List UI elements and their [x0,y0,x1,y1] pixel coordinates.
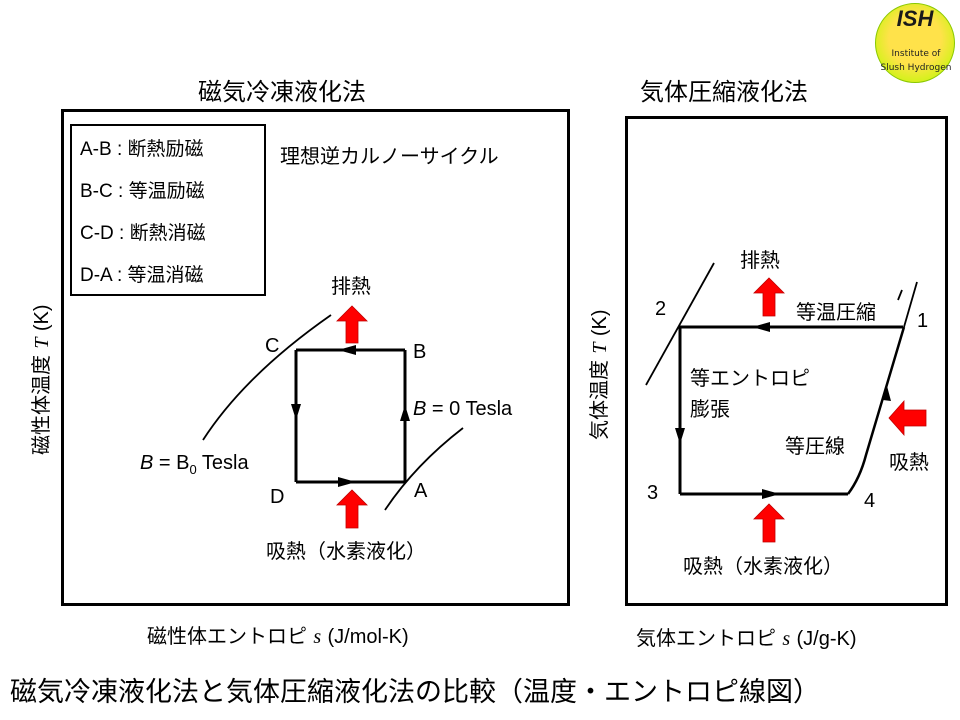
point-2-label: 2 [655,298,667,320]
left-heat-in-label: 吸熱（水素液化） [266,539,426,563]
direction-arrow-12 [752,322,770,332]
y-axis-text: 磁性体温度 [29,355,53,455]
left-panel-title: 磁気冷凍液化法 [198,78,366,106]
heat-in-arrow-right-side [888,399,927,437]
field-unit: Tesla [196,452,249,474]
x-axis-unit: (J/mol-K) [327,626,409,648]
direction-arrow-cd [291,404,301,420]
direction-arrow-34 [762,489,780,499]
curve-zero-tesla-label: B = 0 Tesla [413,398,512,421]
point-d-label: D [270,486,285,508]
y-axis-symbol: T [589,342,611,354]
heat-in-arrow-left [336,489,368,529]
logo-line-2: Slush Hydrogen [880,63,952,73]
point-3-label: 3 [647,482,659,504]
heat-in-arrow-right-bottom [753,503,785,543]
legend-row-cd: C-D : 断熱消磁 [80,218,206,245]
iso-field-curve-zero [384,427,464,511]
isothermal-compression-label: 等温圧縮 [796,300,876,324]
slide-title: 磁気冷凍液化法と気体圧縮液化法の比較（温度・エントロピ線図） [10,677,820,708]
x-axis-text: 磁性体エントロピ [147,624,307,648]
field-eq: = B [153,452,190,474]
isobar-extension [897,289,903,301]
carnot-cycle [202,305,464,529]
field-value: = 0 Tesla [426,398,513,420]
legend-sep: : [111,139,128,160]
x-axis-symbol: s [313,626,322,648]
legend-label: 断熱消磁 [129,222,206,244]
x-axis-unit: (J/g-K) [796,628,857,650]
legend-sep: : [112,181,129,202]
direction-arrow-41 [883,386,891,401]
isentropic-label-line1: 等エントロピ [690,366,810,390]
point-b-label: B [413,341,427,363]
legend-key: A-B [80,139,112,160]
field-symbol: B [413,398,427,420]
cycle-name: 理想逆カルノーサイクル [280,144,499,168]
point-c-label: C [265,335,280,357]
right-side-heat-in-label: 吸熱 [889,450,929,474]
isobar-label: 等圧線 [785,434,845,458]
heat-out-arrow-right [753,277,785,317]
y-axis-text: 気体温度 [587,360,611,440]
logo-abbreviation: ISH [896,6,934,31]
left-diagram-frame [61,109,570,606]
direction-arrow-da [338,477,356,487]
legend-row-da: D-A : 等温消磁 [80,260,204,287]
y-axis-symbol: T [31,337,53,349]
isentropic-label-line2: 膨張 [690,397,730,421]
right-x-axis-label: 気体エントロピ s (J/g-K) [636,622,857,651]
logo-line-1: Institute of [891,49,941,59]
x-axis-text: 気体エントロピ [636,626,776,650]
ish-logo: ISH Institute of Slush Hydrogen [875,3,955,83]
right-panel-title: 気体圧縮液化法 [640,78,808,106]
gas-cycle [645,262,927,543]
legend-key: D-A [80,265,112,286]
point-a-label: A [414,480,428,502]
legend-row-bc: B-C : 等温励磁 [80,176,205,203]
legend-sep: : [113,223,130,244]
x-axis-symbol: s [782,628,791,650]
process-legend: A-B : 断熱励磁 B-C : 等温励磁 C-D : 断熱消磁 D-A : 等… [70,124,266,296]
curve-b0-tesla-label: B = B0 Tesla [140,452,249,477]
iso-field-curve-high [202,314,332,441]
left-y-axis-label: 磁性体温度 T (K) [25,304,54,455]
point-1-label: 1 [917,310,929,332]
right-heat-in-label: 吸熱（水素液化） [683,554,843,578]
y-axis-unit: (K) [31,304,53,332]
path-4-to-1-isobar [846,326,906,495]
legend-key: C-D [80,223,114,244]
legend-sep: : [111,265,128,286]
direction-arrow-23 [675,428,685,444]
point-4-label: 4 [864,490,876,512]
field-subscript: 0 [189,462,197,477]
direction-arrow-ab [400,405,410,421]
right-y-axis-label: 気体温度 T (K) [583,309,612,440]
heat-out-arrow-left [336,305,368,344]
legend-row-ab: A-B : 断熱励磁 [80,134,204,161]
y-axis-unit: (K) [589,309,611,337]
direction-arrow-bc [338,345,356,355]
left-heat-out-label: 排熱 [331,274,371,298]
legend-label: 断熱励磁 [127,138,204,160]
isobar-high-pressure [645,262,715,386]
legend-label: 等温消磁 [127,264,204,286]
isobar-top-segment [903,281,918,328]
field-symbol: B [140,452,154,474]
legend-key: B-C [80,181,113,202]
legend-label: 等温励磁 [128,180,205,202]
right-heat-out-label: 排熱 [740,248,780,272]
left-x-axis-label: 磁性体エントロピ s (J/mol-K) [147,620,409,649]
